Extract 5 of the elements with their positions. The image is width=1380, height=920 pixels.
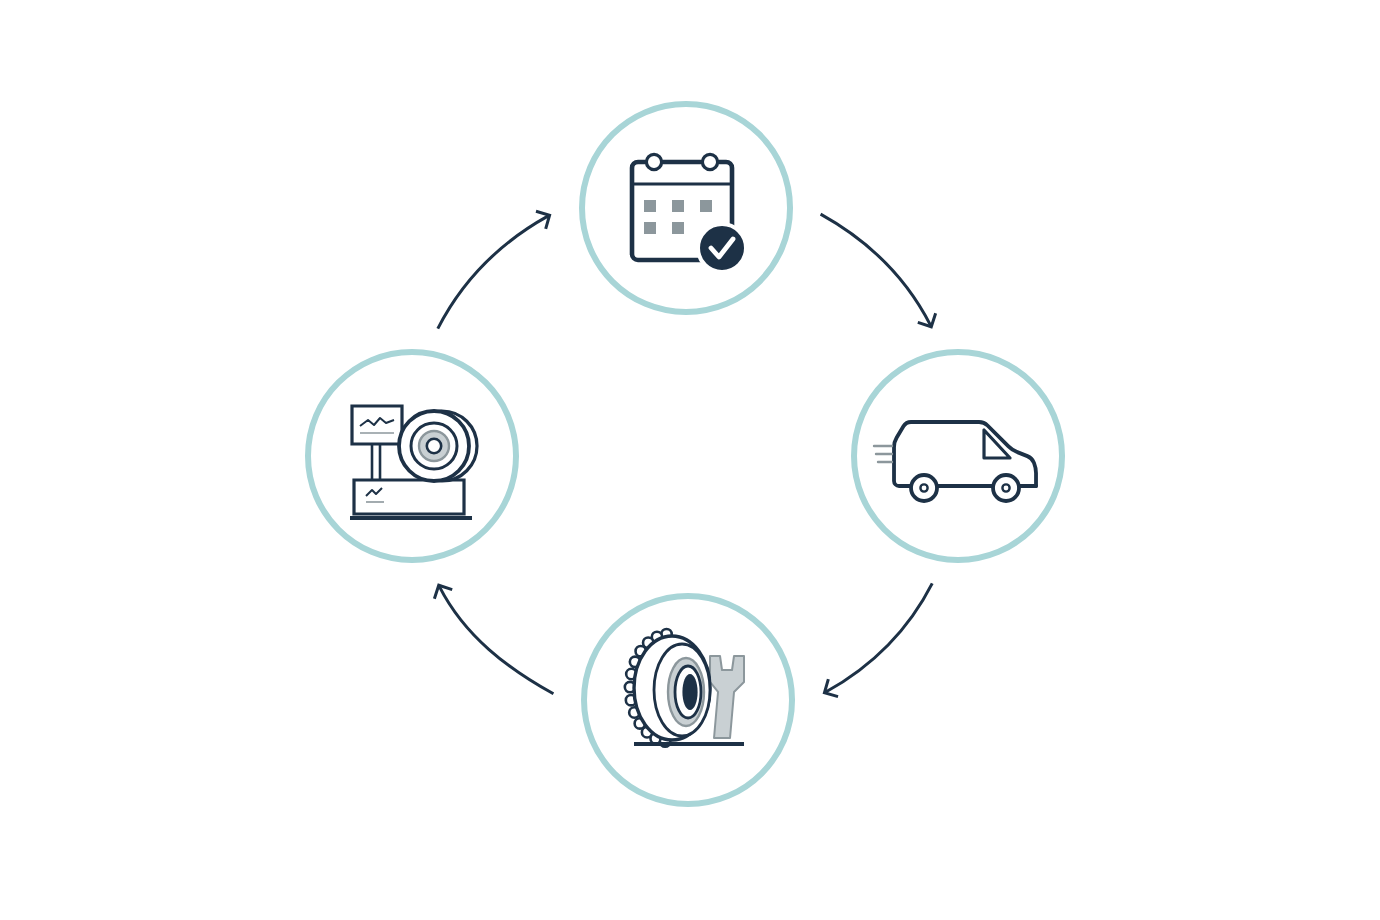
curved-arrow: [436, 209, 552, 330]
curved-arrow: [432, 583, 555, 696]
curved-arrow: [822, 582, 934, 699]
curved-arrow: [819, 212, 938, 329]
circle: [851, 349, 1065, 563]
